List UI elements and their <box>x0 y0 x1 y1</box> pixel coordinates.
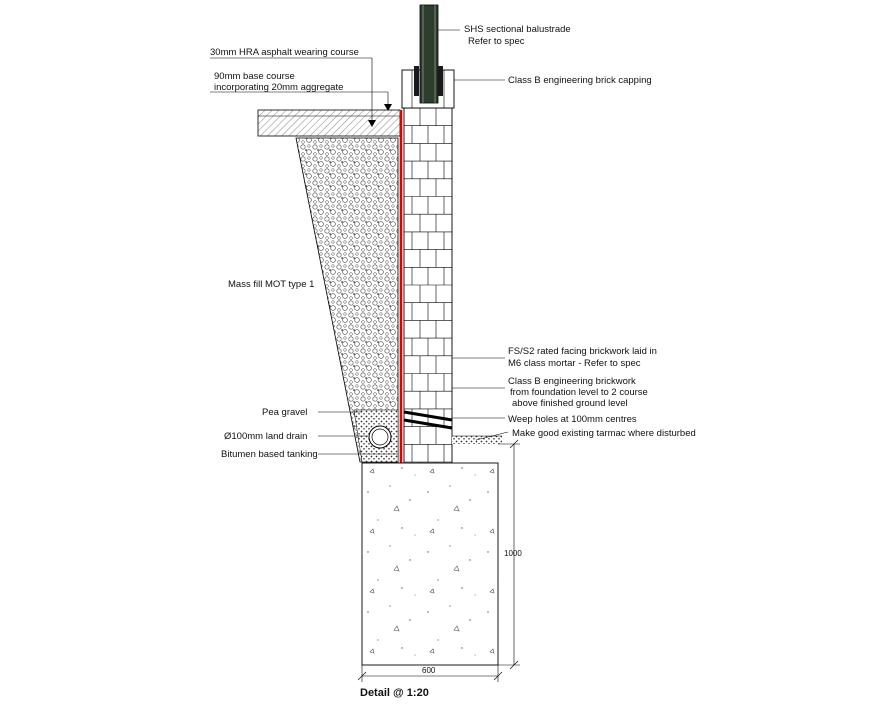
width-dimension-label: 600 <box>422 666 436 675</box>
label-base-course: 90mm base course <box>214 71 295 82</box>
label-balustrade: SHS sectional balustrade <box>464 24 571 35</box>
weep-holes <box>403 410 453 430</box>
label-facing-brickwork: FS/S2 rated facing brickwork laid in <box>508 346 657 357</box>
label-tarmac: Make good existing tarmac where disturbe… <box>512 428 696 439</box>
label-capping: Class B engineering brick capping <box>508 75 652 86</box>
label-engineering-ground: above finished ground level <box>512 398 628 409</box>
label-facing-mortar: M6 class mortar - Refer to spec <box>508 358 641 369</box>
label-engineering-brickwork: Class B engineering brickwork <box>508 376 636 387</box>
label-base-aggregate: incorporating 20mm aggregate <box>214 82 343 93</box>
label-mass-fill: Mass fill MOT type 1 <box>228 279 314 290</box>
height-dimension-label: 1000 <box>504 549 522 558</box>
height-dimension <box>498 439 520 670</box>
land-drain-pipe <box>368 425 392 449</box>
label-engineering-foundation: from foundation level to 2 course <box>510 387 648 398</box>
label-weep-holes: Weep holes at 100mm centres <box>508 414 637 425</box>
label-pea-gravel: Pea gravel <box>262 407 307 418</box>
label-land-drain: Ø100mm land drain <box>224 431 307 442</box>
asphalt-layer <box>257 109 401 137</box>
width-dimension <box>357 665 503 682</box>
label-tanking: Bitumen based tanking <box>221 449 318 460</box>
balustrade-post <box>414 4 443 104</box>
detail-caption: Detail @ 1:20 <box>360 687 429 699</box>
label-balustrade-spec: Refer to spec <box>468 36 525 47</box>
brick-wall <box>403 107 453 464</box>
label-asphalt: 30mm HRA asphalt wearing course <box>210 47 359 58</box>
leader-lines <box>210 29 509 455</box>
concrete-foundation <box>361 462 499 666</box>
